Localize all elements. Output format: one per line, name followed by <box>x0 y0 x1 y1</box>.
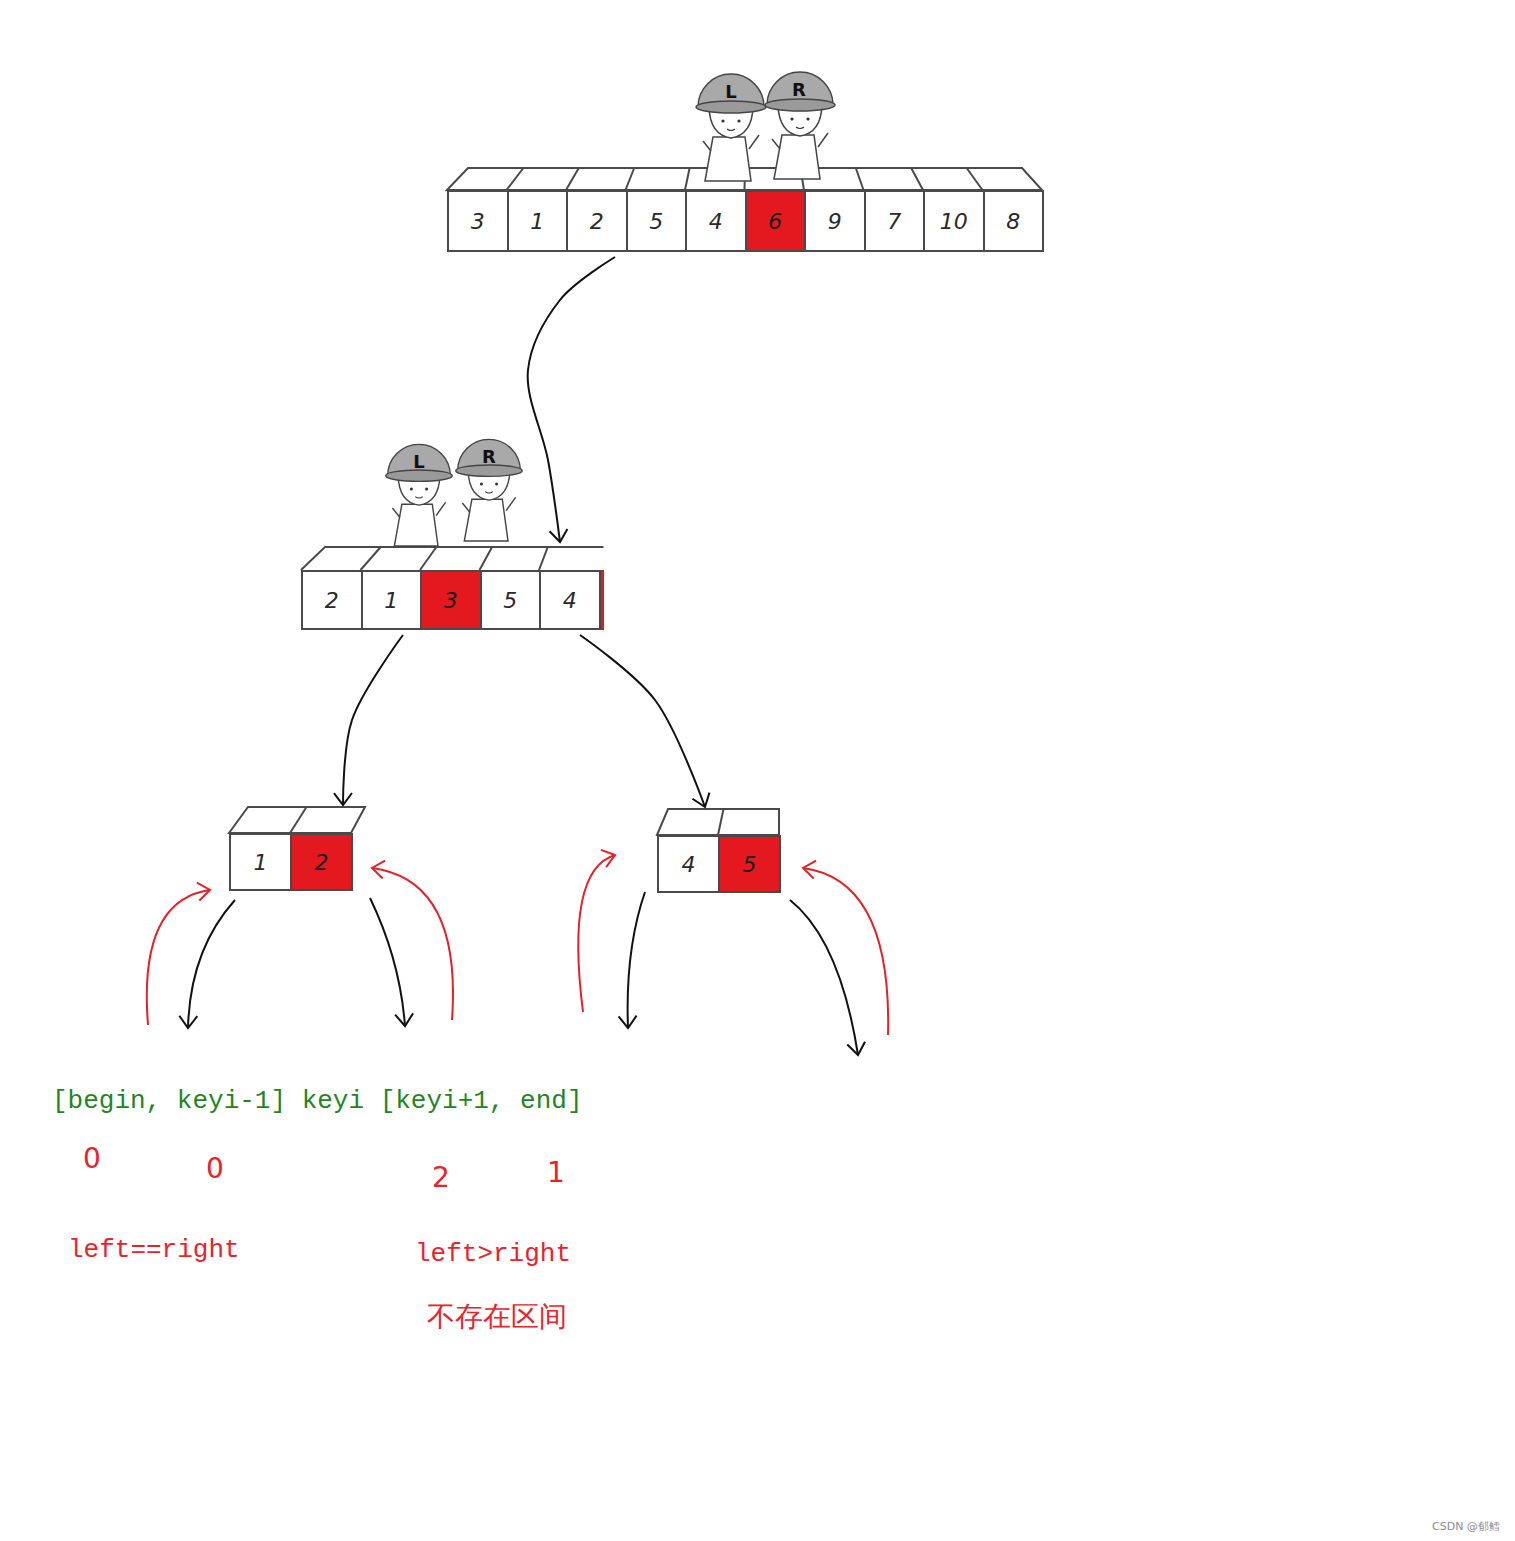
array-cell: 3 <box>447 190 509 252</box>
interval-code: [begin, keyi-1] keyi [keyi+1, end] <box>52 1086 583 1116</box>
array-cell: 7 <box>864 190 926 252</box>
cell-value: 7 <box>887 209 901 234</box>
array-top-divider <box>911 168 923 190</box>
recursion-arrow <box>343 635 403 805</box>
art-path <box>188 900 235 1028</box>
array-cell: 1 <box>361 570 423 630</box>
condition-note: left>right <box>415 1239 571 1269</box>
watermark: CSDN @郁鳕 <box>1432 1519 1500 1534</box>
array-cell: 4 <box>657 835 720 893</box>
pivot-cell: 2 <box>290 833 353 891</box>
pivot-cell: 5 <box>718 835 781 893</box>
array-cell: 1 <box>507 190 569 252</box>
art-path <box>147 890 210 1025</box>
art-use <box>456 439 523 541</box>
art-path <box>578 855 615 1012</box>
art-path <box>790 900 858 1055</box>
cell-value: 5 <box>503 588 517 613</box>
array-top-divider <box>539 547 548 570</box>
array-row: 12 <box>229 833 351 891</box>
cell-value: 1 <box>530 209 544 234</box>
pivot-cell: 3 <box>420 570 482 630</box>
array-top-divider <box>290 807 307 833</box>
helmet-letter: R <box>482 446 496 467</box>
array-cell: 2 <box>566 190 628 252</box>
helmet-letter: R <box>792 79 806 100</box>
array-top-divider <box>361 547 381 570</box>
helmet-letter: L <box>725 81 736 102</box>
cell-value: 2 <box>315 850 329 875</box>
condition-note: 不存在区间 <box>427 1298 567 1336</box>
cell-value: 1 <box>254 850 268 875</box>
recursion-arrow <box>528 257 615 542</box>
array-cell: 8 <box>983 190 1045 252</box>
cell-value: 4 <box>709 209 723 234</box>
array-cell: 10 <box>923 190 985 252</box>
array-row: 2 1 3 5 4 <box>301 570 599 630</box>
array-top-divider <box>480 547 493 570</box>
art-use <box>696 74 766 181</box>
cell-value: 1 <box>384 588 398 613</box>
pivot-cell: 6 <box>745 190 807 252</box>
index-number: 1 <box>547 1156 565 1189</box>
cell-value: 4 <box>682 852 696 877</box>
array-cell: 1 <box>229 833 292 891</box>
art-path <box>803 868 888 1035</box>
art-path <box>370 898 405 1026</box>
cell-value: 6 <box>768 209 782 234</box>
cell-value: 2 <box>590 209 604 234</box>
figures <box>386 72 835 546</box>
array-row: 45 <box>657 835 779 893</box>
array-top-divider <box>420 547 436 570</box>
array-top-divider <box>856 168 864 190</box>
index-number: 0 <box>206 1152 224 1185</box>
cell-value: 10 <box>940 209 968 234</box>
array-row: 3 1 2 5 4 6 9 7 10 8 <box>447 190 1042 252</box>
array-top-face <box>301 547 604 570</box>
art-use <box>386 444 453 546</box>
array-top-divider <box>685 168 690 190</box>
array-cell: 5 <box>626 190 688 252</box>
helmet-letter: L <box>413 451 424 472</box>
condition-note: left==right <box>68 1235 240 1265</box>
array-cell: 5 <box>480 570 542 630</box>
cell-value: 9 <box>828 209 842 234</box>
recursion-arrow <box>580 635 705 807</box>
array-top-divider <box>566 168 579 190</box>
cell-value: 2 <box>325 588 339 613</box>
array-cell: 4 <box>685 190 747 252</box>
array-top-faces <box>229 168 1042 835</box>
array-cell: 2 <box>301 570 363 630</box>
array-top-face <box>657 809 779 835</box>
array-cell: 9 <box>804 190 866 252</box>
cell-value: 5 <box>649 209 663 234</box>
cell-value: 5 <box>743 852 757 877</box>
array-top-divider <box>507 168 524 190</box>
cell-value: 3 <box>471 209 485 234</box>
array-top-divider <box>718 809 724 835</box>
cut-edge <box>325 546 603 548</box>
array-top-face <box>229 807 365 833</box>
array-top-divider <box>626 168 635 190</box>
index-number: 2 <box>432 1161 450 1194</box>
art-use <box>765 72 835 179</box>
cell-value: 3 <box>444 588 458 613</box>
cell-value: 8 <box>1006 209 1020 234</box>
array-top-divider <box>967 168 983 190</box>
cell-value: 4 <box>563 588 577 613</box>
index-number: 0 <box>83 1142 101 1175</box>
array-cell: 4 <box>539 570 601 630</box>
art-path <box>372 868 453 1020</box>
art-path <box>628 892 645 1028</box>
